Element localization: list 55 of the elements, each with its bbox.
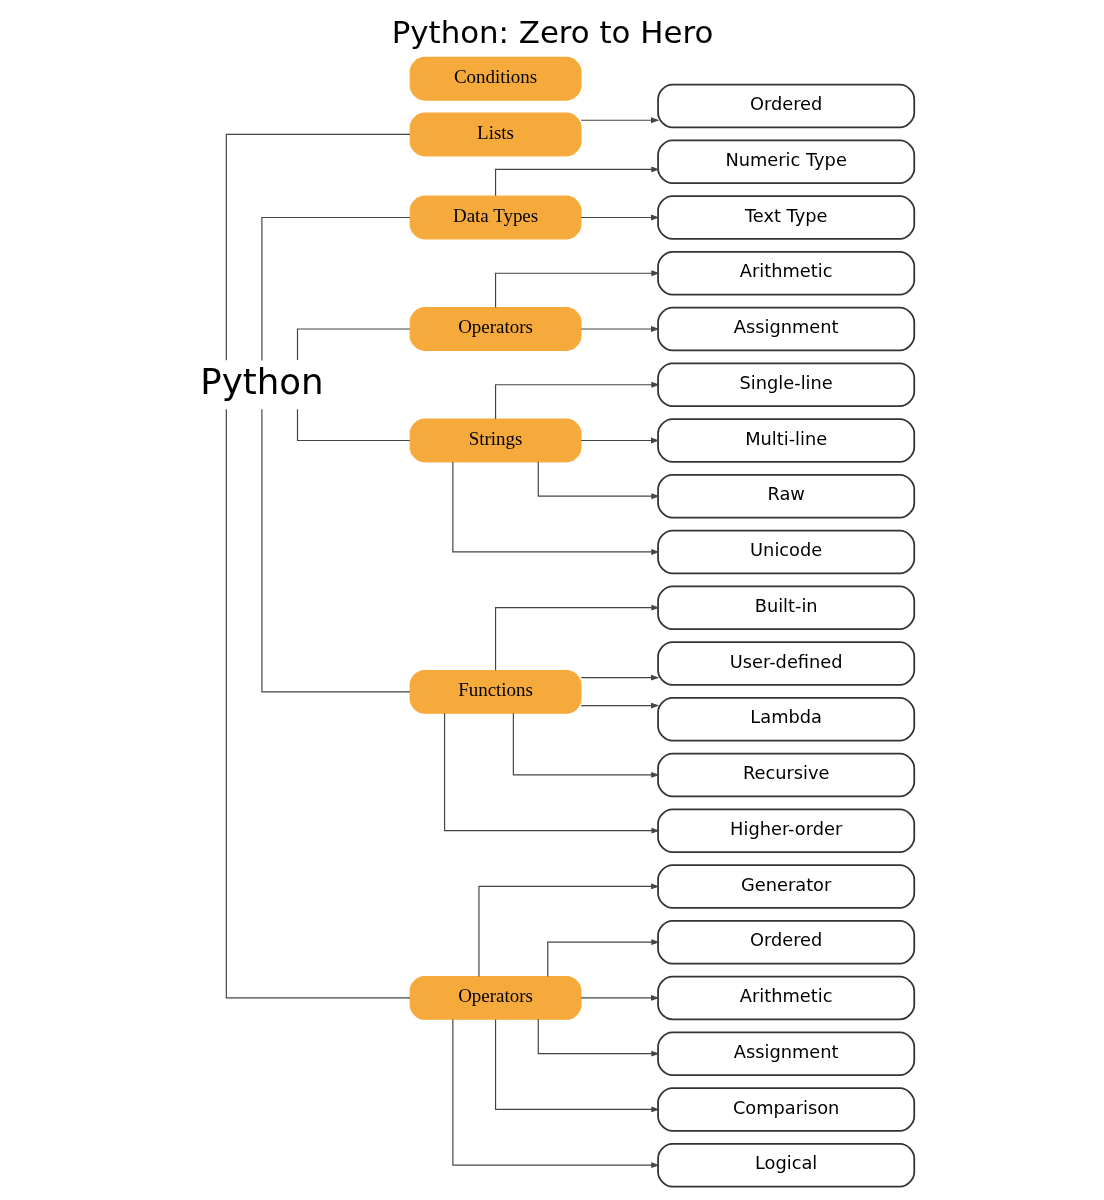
node-box: Assignment bbox=[656, 1031, 915, 1076]
arrow bbox=[580, 214, 659, 221]
node-box: Unicode bbox=[656, 529, 915, 575]
node-box: Lists bbox=[409, 112, 582, 157]
arrow bbox=[537, 1018, 660, 1057]
node-box: Raw bbox=[656, 474, 915, 519]
arrow bbox=[494, 270, 660, 309]
arrow bbox=[451, 461, 660, 555]
node-box: Single-line bbox=[656, 362, 915, 407]
node-box: Generator bbox=[656, 864, 915, 909]
arrow bbox=[494, 1018, 660, 1113]
node-box: Logical bbox=[656, 1142, 915, 1188]
node-box: Data Types bbox=[409, 195, 582, 240]
node-box: Text Type bbox=[656, 195, 915, 240]
node-box: Ordered bbox=[656, 919, 915, 965]
node-box: Arithmetic bbox=[656, 251, 915, 296]
node-box: Arithmetic bbox=[656, 975, 915, 1021]
arrow bbox=[580, 437, 659, 444]
node-box: Higher-order bbox=[656, 808, 915, 853]
node-box: Recursive bbox=[656, 752, 915, 798]
connector bbox=[260, 408, 410, 693]
arrow bbox=[477, 883, 659, 978]
node-box: Built-in bbox=[656, 585, 915, 630]
node-box: Operators bbox=[409, 976, 582, 1020]
connector bbox=[296, 328, 410, 361]
connector bbox=[260, 216, 410, 361]
arrow bbox=[580, 117, 659, 124]
arrow bbox=[512, 712, 660, 778]
diagram-title: Python: Zero to Hero bbox=[391, 13, 713, 50]
arrow bbox=[537, 461, 660, 500]
arrow bbox=[494, 166, 660, 197]
node-text: Python bbox=[199, 360, 324, 402]
arrow bbox=[451, 1018, 660, 1169]
node-box: Operators bbox=[409, 307, 582, 351]
node-box: User-defined bbox=[656, 641, 915, 686]
node-box: Functions bbox=[409, 669, 582, 714]
node-box: Ordered bbox=[656, 83, 915, 129]
arrow bbox=[443, 712, 660, 834]
node-box: Lambda bbox=[656, 696, 915, 742]
arrow bbox=[494, 381, 660, 420]
connector bbox=[296, 408, 410, 442]
connector bbox=[225, 408, 411, 999]
arrow bbox=[580, 702, 659, 709]
arrow bbox=[580, 995, 659, 1001]
arrow bbox=[580, 326, 659, 332]
arrow bbox=[546, 939, 660, 978]
connector bbox=[225, 133, 411, 361]
arrow bbox=[580, 674, 659, 681]
node-box: Comparison bbox=[656, 1087, 915, 1132]
node-box: Numeric Type bbox=[656, 139, 915, 184]
arrow bbox=[494, 604, 660, 671]
node-box: Conditions bbox=[409, 56, 582, 101]
node-box: Assignment bbox=[656, 306, 915, 352]
node-box: Strings bbox=[409, 418, 582, 463]
node-box: Multi-line bbox=[656, 418, 915, 463]
